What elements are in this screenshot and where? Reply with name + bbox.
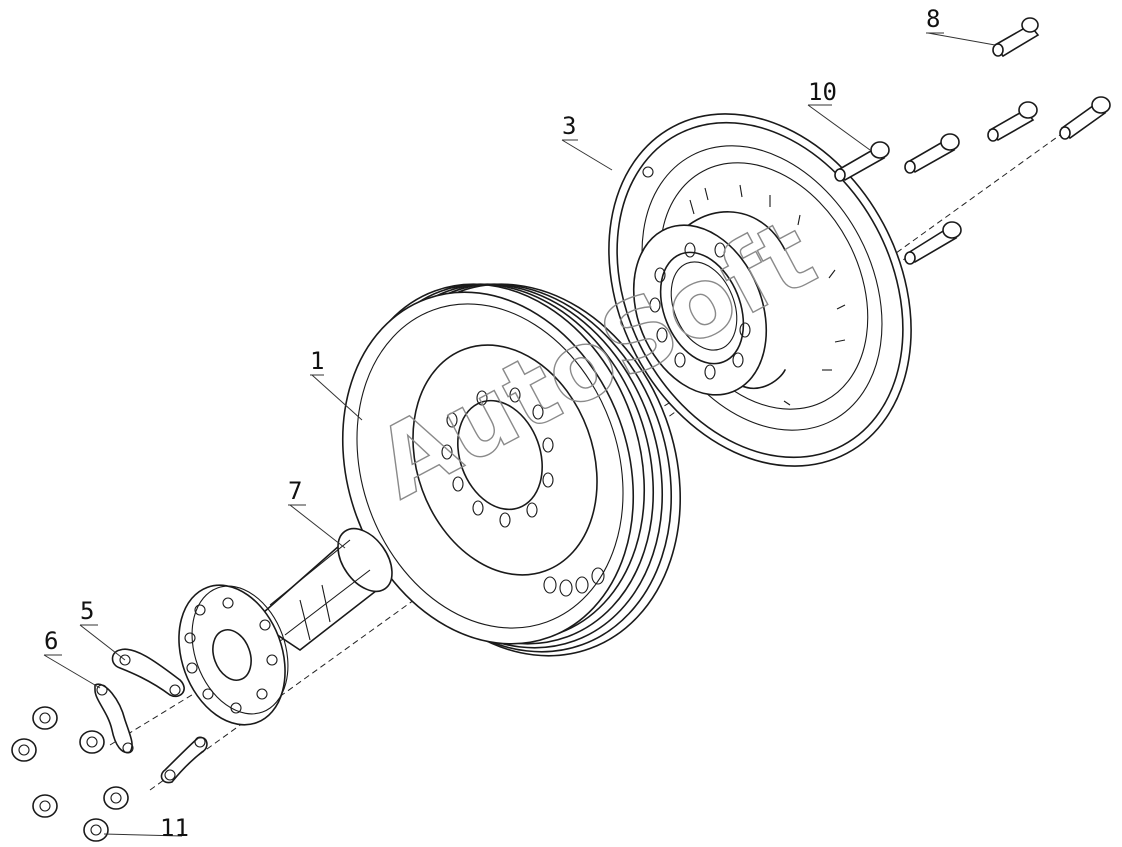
pulley-rim-holes: [543, 567, 605, 597]
hub-bolt-holes: [649, 242, 751, 380]
bolt: [834, 141, 890, 182]
part-7-hub-shaft: [178, 527, 393, 726]
part-10-bolts: [834, 96, 1111, 265]
part-8-bolt: [992, 17, 1040, 58]
bolt: [904, 133, 960, 174]
nut: [11, 738, 37, 762]
bolt: [987, 101, 1038, 142]
nut: [79, 730, 105, 754]
callout-6: 6: [44, 627, 58, 655]
callouts: 3 10 8 1 7 5 6 11: [43, 5, 996, 842]
part-3-flange-housing: [608, 113, 912, 467]
pulley-bolt-holes: [441, 387, 554, 528]
part-5-lock-plate: [111, 648, 185, 698]
nut: [32, 794, 58, 818]
part-1-pulley: [341, 283, 682, 657]
part-11-nuts: [11, 706, 129, 842]
flange-holes: [184, 597, 278, 714]
bolt: [904, 221, 962, 265]
callout-11: 11: [160, 814, 189, 842]
callout-8: 8: [926, 5, 940, 33]
callout-1: 1: [310, 347, 324, 375]
nut: [103, 786, 129, 810]
callout-7: 7: [288, 477, 302, 505]
nut: [83, 818, 109, 842]
callout-10: 10: [808, 78, 837, 106]
damper-tick-marks: [689, 184, 846, 406]
lower-lock-plate: [160, 736, 208, 784]
part-6-lock-plate: [94, 683, 134, 754]
callout-5: 5: [80, 597, 94, 625]
bolt: [1059, 96, 1111, 140]
nut: [32, 706, 58, 730]
callout-3: 3: [562, 112, 576, 140]
